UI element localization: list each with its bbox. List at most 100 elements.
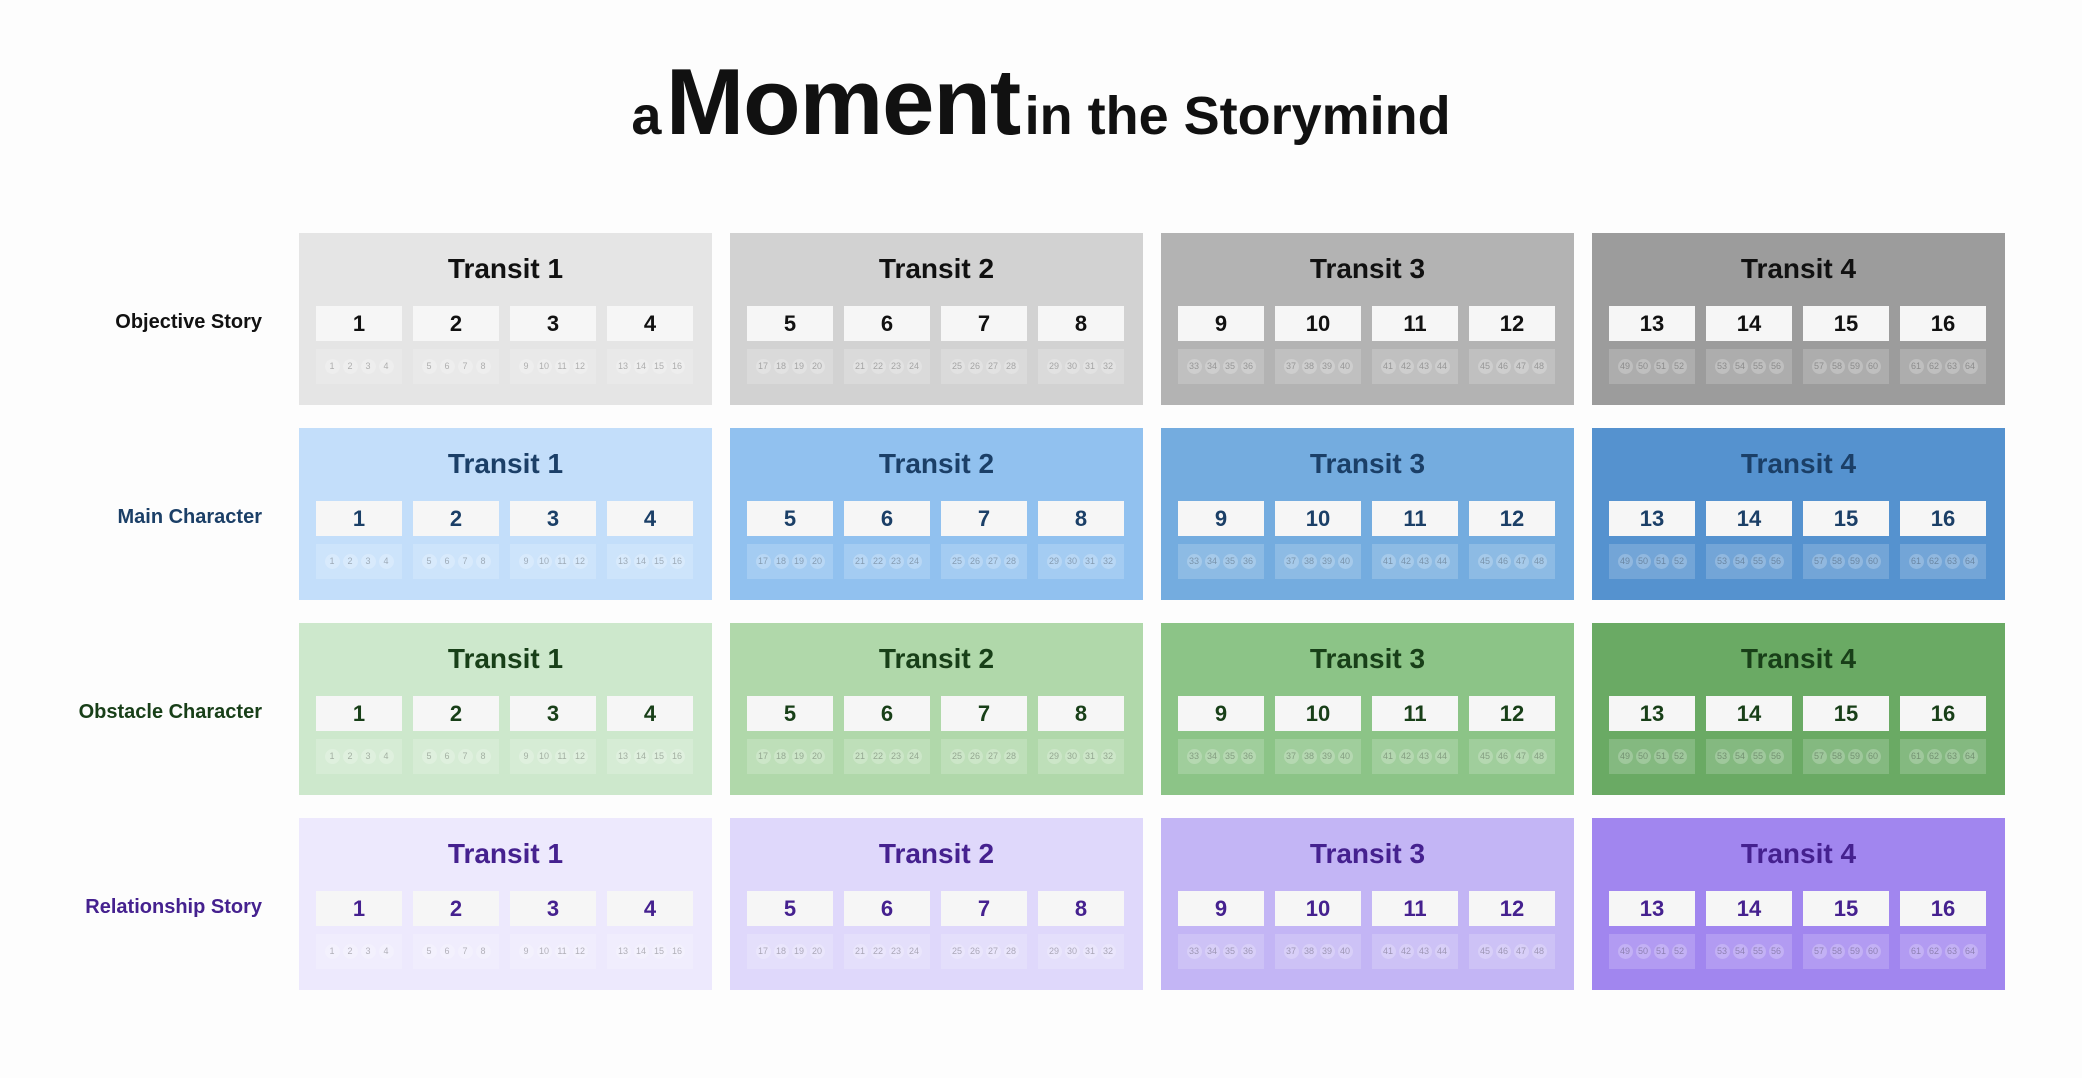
sub-moment: 21 (852, 944, 868, 959)
sub-moment: 36 (1240, 359, 1256, 374)
moment-box: 12 (1469, 501, 1555, 536)
sub-moment: 46 (1495, 749, 1511, 764)
sub-moment: 60 (1865, 359, 1881, 374)
sub-moment: 60 (1865, 749, 1881, 764)
sub-moment: 47 (1513, 944, 1529, 959)
sub-moment: 27 (985, 359, 1001, 374)
sub-moment: 11 (554, 749, 570, 764)
transit-title: Transit 3 (1309, 643, 1426, 674)
sub-moment: 14 (633, 359, 649, 374)
sub-moment: 21 (852, 554, 868, 569)
sub-moment: 52 (1671, 944, 1687, 959)
sub-moment: 33 (1186, 749, 1202, 764)
sub-moment: 24 (906, 944, 922, 959)
sub-moment: 33 (1186, 359, 1202, 374)
sub-moment: 8 (475, 554, 491, 569)
transit-title: Transit 1 (447, 838, 564, 869)
sub-moment: 43 (1416, 749, 1432, 764)
sub-moment: 3 (360, 554, 376, 569)
sub-moment: 30 (1064, 359, 1080, 374)
row-label: Relationship Story (85, 896, 262, 918)
sub-moment: 40 (1337, 554, 1353, 569)
moment-box: 7 (941, 696, 1027, 731)
sub-moment: 26 (967, 554, 983, 569)
moment-box: 6 (844, 891, 930, 926)
sub-moment: 30 (1064, 554, 1080, 569)
moment-box: 13 (1609, 891, 1695, 926)
sub-moment: 28 (1003, 749, 1019, 764)
sub-moment: 16 (669, 554, 685, 569)
moment-box: 7 (941, 306, 1027, 341)
sub-moment: 6 (439, 749, 455, 764)
sub-moment: 16 (669, 944, 685, 959)
sub-moment: 29 (1046, 944, 1062, 959)
sub-moment: 48 (1531, 554, 1547, 569)
moment-box: 14 (1706, 891, 1792, 926)
sub-moment: 58 (1829, 944, 1845, 959)
title-suffix: in the Storymind (1024, 86, 1451, 146)
moment-box: 8 (1038, 501, 1124, 536)
sub-moment: 24 (906, 554, 922, 569)
moment-box: 13 (1609, 501, 1695, 536)
sub-moment: 42 (1398, 554, 1414, 569)
page-title: a Moment in the Storymind (0, 48, 2082, 156)
moment-box: 4 (607, 891, 693, 926)
moment-box: 7 (941, 891, 1027, 926)
sub-moment: 13 (615, 359, 631, 374)
moment-box: 5 (747, 306, 833, 341)
sub-moment: 3 (360, 359, 376, 374)
sub-moment: 3 (360, 749, 376, 764)
sub-moment: 15 (651, 359, 667, 374)
sub-moment: 43 (1416, 554, 1432, 569)
sub-moment: 46 (1495, 359, 1511, 374)
sub-moment: 10 (536, 359, 552, 374)
sub-moment: 46 (1495, 554, 1511, 569)
sub-moment: 63 (1944, 554, 1960, 569)
sub-moment: 4 (378, 749, 394, 764)
sub-moment: 41 (1380, 944, 1396, 959)
sub-moment: 2 (342, 749, 358, 764)
sub-moment: 38 (1301, 554, 1317, 569)
sub-moment: 49 (1617, 554, 1633, 569)
sub-moment: 41 (1380, 359, 1396, 374)
sub-moment: 14 (633, 749, 649, 764)
sub-moment: 19 (791, 749, 807, 764)
sub-moment: 61 (1908, 944, 1924, 959)
moment-box: 1 (316, 501, 402, 536)
moment-box: 8 (1038, 891, 1124, 926)
sub-moment: 1 (324, 359, 340, 374)
sub-moment: 38 (1301, 359, 1317, 374)
moment-box: 4 (607, 306, 693, 341)
sub-moment: 58 (1829, 749, 1845, 764)
sub-moment: 50 (1635, 944, 1651, 959)
sub-moment: 54 (1732, 554, 1748, 569)
moment-box: 4 (607, 696, 693, 731)
sub-moment: 35 (1222, 554, 1238, 569)
sub-moment: 9 (518, 749, 534, 764)
sub-moment: 30 (1064, 944, 1080, 959)
sub-moment: 35 (1222, 944, 1238, 959)
sub-moment: 21 (852, 359, 868, 374)
sub-moment: 53 (1714, 359, 1730, 374)
sub-moment: 49 (1617, 359, 1633, 374)
sub-moment: 58 (1829, 554, 1845, 569)
sub-moment: 18 (773, 359, 789, 374)
sub-moment: 23 (888, 944, 904, 959)
sub-moment: 10 (536, 944, 552, 959)
